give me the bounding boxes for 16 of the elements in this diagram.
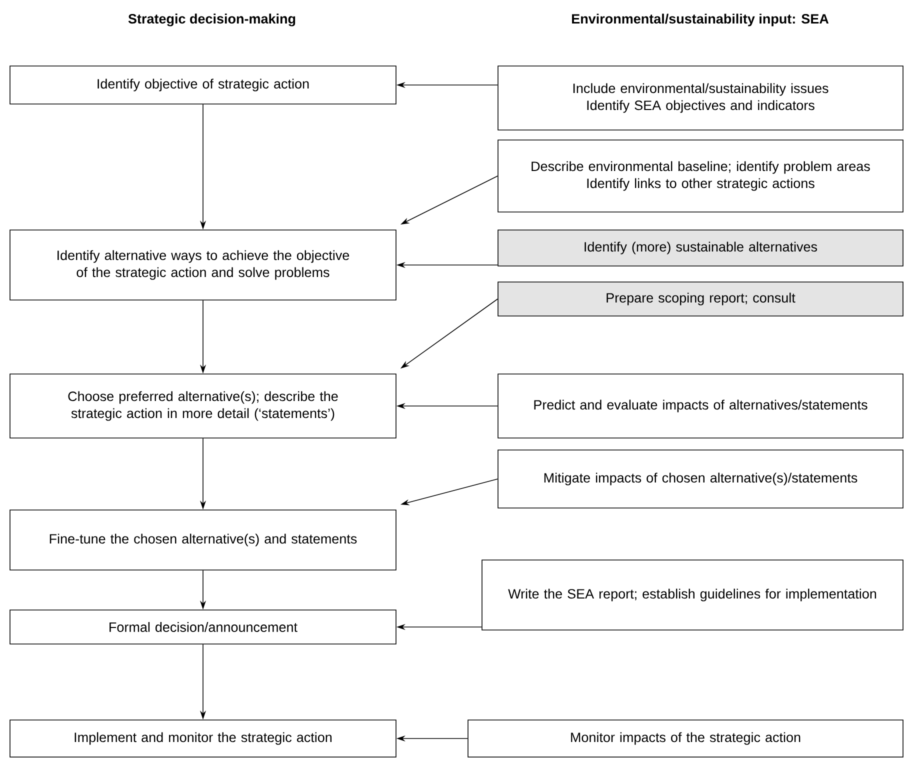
input-box: Identify (more) sustainable alternatives: [498, 230, 904, 266]
process-box: Identify alternative ways to achieve the objective of the strategic action and solve problems: [10, 230, 396, 300]
column-heading: Environmental/sustainability input: SEA: [572, 14, 829, 26]
process-box: Formal decision/announcement: [10, 610, 396, 644]
input-box: Predict and evaluate impacts of alternatives/statements: [498, 374, 904, 438]
process-box: Identify objective of strategic action: [10, 66, 396, 104]
input-box: Monitor impacts of the strategic action: [468, 720, 904, 758]
process-box: Fine-tune the chosen alternative(s) and statements: [10, 510, 396, 570]
process-box: Choose preferred alternative(s); describe the strategic action in more detail (‘statements’): [10, 374, 396, 438]
process-box: Implement and monitor the strategic action: [10, 720, 396, 758]
input-box: Include environmental/sustainability issues Identify SEA objectives and indicators: [498, 66, 904, 130]
input-box: Prepare scoping report; consult: [498, 282, 904, 316]
column-heading: Strategic decision-making: [128, 14, 296, 26]
input-box: Write the SEA report; establish guidelines for implementation: [482, 560, 904, 630]
input-box: Mitigate impacts of chosen alternative(s)/statements: [498, 450, 904, 508]
input-box: Describe environmental baseline; identify problem areas Identify links to other strategic actions: [498, 140, 904, 212]
